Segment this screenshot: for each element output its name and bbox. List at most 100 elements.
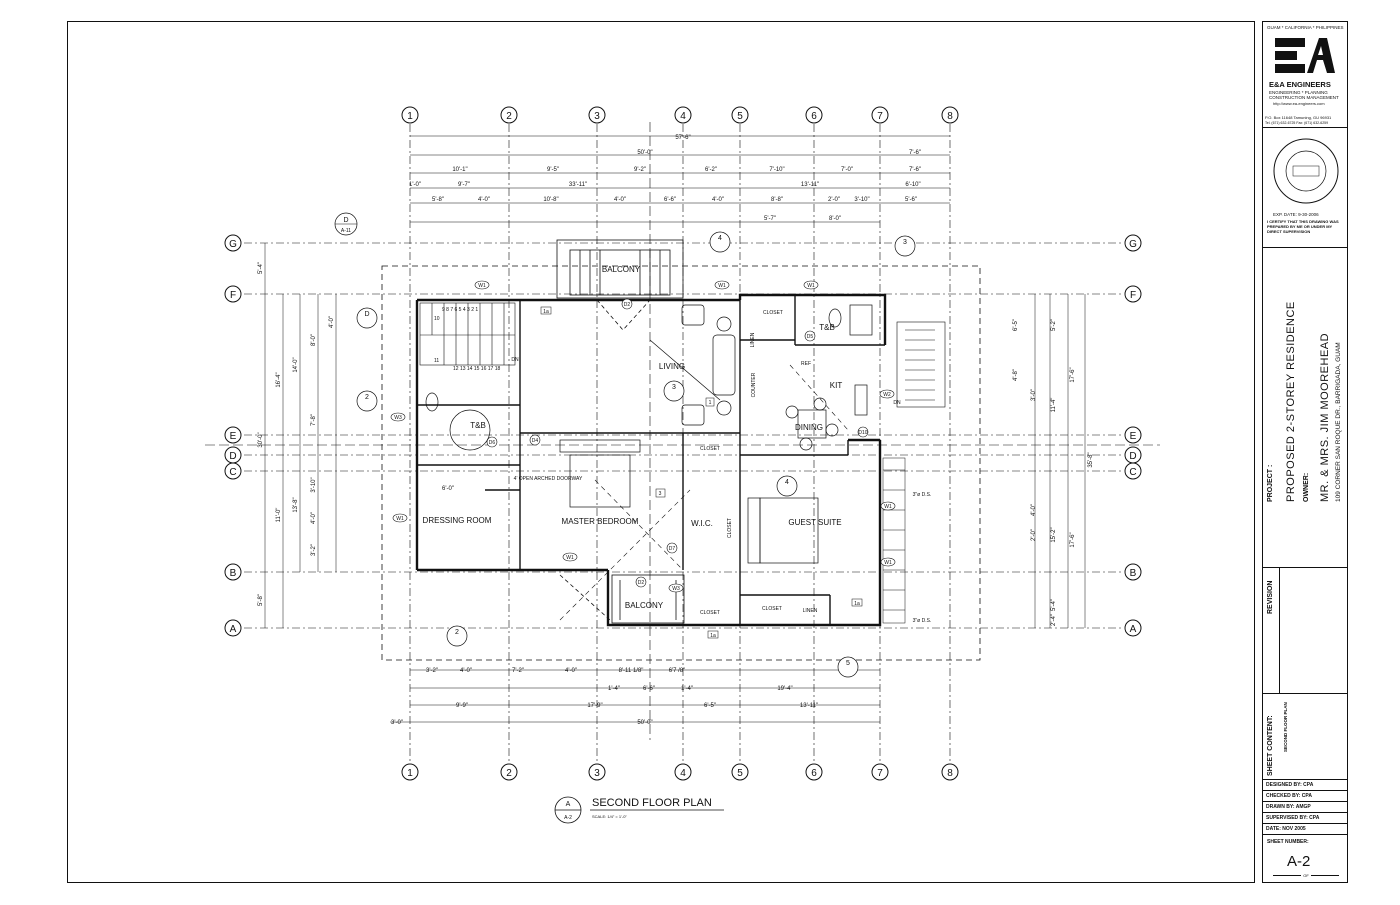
svg-text:3: 3 <box>903 239 907 246</box>
grid-bubble-4-bottom: 4 <box>674 763 692 781</box>
tag-d7: D7 <box>666 542 678 554</box>
grid-bubble-2-bottom: 2 <box>500 763 518 781</box>
linen-label-1: LINEN <box>750 332 756 347</box>
svg-text:1a: 1a <box>710 633 716 639</box>
tag-1a-c: 1a <box>851 598 863 607</box>
room-tb-left: T&B <box>470 421 486 430</box>
tag-1-a: 1 <box>705 397 715 407</box>
section-marker-4-top: 4 <box>709 231 731 253</box>
svg-text:E: E <box>1130 431 1137 442</box>
grid-row-lines <box>244 242 1124 629</box>
svg-text:1'-4": 1'-4" <box>681 686 693 692</box>
master-bed <box>559 439 641 508</box>
revision-block: REVISION <box>1263 568 1347 694</box>
room-labels: BALCONY LIVING T&B KIT DINING T&B DRESSI… <box>423 265 843 610</box>
sheet-number-block: SHEET NUMBER: A-2 OF <box>1263 835 1347 883</box>
room-living: LIVING <box>659 362 685 371</box>
svg-text:2: 2 <box>506 768 512 779</box>
grid-bubble-6-top: 6 <box>805 106 823 124</box>
svg-text:17'-6": 17'-6" <box>1070 532 1076 547</box>
dimension-lines-right <box>1034 294 1086 628</box>
svg-text:1a: 1a <box>854 601 860 607</box>
svg-text:A: A <box>1130 624 1137 635</box>
certification-text: I CERTIFY THAT THIS DRAWING WAS PREPARED… <box>1267 219 1339 234</box>
room-kit: KIT <box>830 381 843 390</box>
dimension-lines-top <box>410 135 950 223</box>
svg-text:9'-2": 9'-2" <box>634 167 646 173</box>
tag-d10: D10 <box>857 426 869 438</box>
section-marker-2-bottom: 2 <box>446 625 468 647</box>
window-door-tags: W1 W1 W3 W1 W1 W2 W1 W1 W3 W1 D2 D2 D4 D… <box>390 280 896 639</box>
room-dressing: DRESSING ROOM <box>423 516 492 525</box>
svg-text:3'-2": 3'-2" <box>426 668 438 674</box>
svg-text:4'-8": 4'-8" <box>1013 369 1019 381</box>
svg-text:3'-0": 3'-0" <box>1031 389 1037 401</box>
drawing-title-callout: A A-2 SECOND FLOOR PLAN SCALE: 1/4" = 1'… <box>554 796 724 824</box>
svg-text:2: 2 <box>455 629 459 636</box>
svg-text:D: D <box>364 311 369 318</box>
grid-bubble-f-left: F <box>224 285 242 303</box>
revision-label: REVISION <box>1267 580 1274 614</box>
svg-text:5'-6": 5'-6" <box>905 197 917 203</box>
svg-text:1: 1 <box>407 111 413 122</box>
exp-date: EXP. DATE: 9-30-2006 <box>1273 212 1319 217</box>
stair-right <box>896 321 946 408</box>
firm-name: E&A ENGINEERS <box>1269 80 1331 89</box>
sheet-number-label: SHEET NUMBER: <box>1267 839 1309 845</box>
svg-text:D: D <box>229 451 236 462</box>
svg-text:D2: D2 <box>624 302 631 308</box>
balcony-bottom <box>559 574 685 624</box>
closet-label-2: CLOSET <box>700 446 720 452</box>
svg-text:C: C <box>1129 467 1136 478</box>
svg-text:1: 1 <box>709 400 712 406</box>
svg-text:D5: D5 <box>807 334 814 340</box>
tag-w1-g: W1 <box>803 280 819 290</box>
grid-bubble-8-top: 8 <box>941 106 959 124</box>
tag-w1-b: W1 <box>714 280 730 290</box>
grid-bubble-8-bottom: 8 <box>941 763 959 781</box>
svg-text:W3: W3 <box>394 415 402 421</box>
svg-text:16'-4": 16'-4" <box>276 372 282 387</box>
svg-text:6: 6 <box>811 768 817 779</box>
grid-bubble-e-right: E <box>1124 426 1142 444</box>
svg-text:3: 3 <box>672 384 676 391</box>
grid-bubble-a-right: A <box>1124 619 1142 637</box>
owner-address: 109 CORNER SAN ROQUE DR., BARRIGADA, GUA… <box>1335 342 1342 502</box>
closet-label-3: CLOSET <box>700 610 720 616</box>
grid-bubbles-right: G F E D C B A <box>1124 234 1142 637</box>
svg-text:13'-11": 13'-11" <box>800 703 818 709</box>
svg-text:1'-0": 1'-0" <box>409 182 421 188</box>
svg-text:11: 11 <box>434 358 439 364</box>
svg-text:50'-0": 50'-0" <box>637 720 652 726</box>
firm-locations: GUAM * CALIFORNIA * PHILIPPINES <box>1267 25 1344 30</box>
svg-text:8'-8": 8'-8" <box>771 197 783 203</box>
room-balcony-top: BALCONY <box>602 265 641 274</box>
sheet-number: A-2 <box>1287 853 1311 870</box>
svg-text:7'-0": 7'-0" <box>841 167 853 173</box>
section-marker-3-top: 3 <box>894 235 916 257</box>
sheet-content-block: SHEET CONTENT: SECOND FLOOR PLAN <box>1263 694 1347 780</box>
grid-bubble-3-bottom: 3 <box>588 763 606 781</box>
room-dining: DINING <box>795 423 823 432</box>
svg-text:C: C <box>229 467 236 478</box>
svg-text:6'-6": 6'-6" <box>664 197 676 203</box>
section-marker-2-left: 2 <box>356 390 378 412</box>
grid-bubbles-bottom: 1 2 3 4 5 6 7 8 <box>401 763 959 781</box>
dining-table <box>785 397 839 451</box>
tag-d4: D4 <box>529 434 541 446</box>
designed-by: DESIGNED BY: CPA <box>1263 780 1347 791</box>
svg-text:G: G <box>1129 239 1137 250</box>
svg-text:8: 8 <box>947 768 953 779</box>
svg-text:57'-6": 57'-6" <box>675 135 690 141</box>
svg-text:3'-2": 3'-2" <box>311 544 317 556</box>
room-balcony-bottom: BALCONY <box>625 601 664 610</box>
svg-text:10'-8": 10'-8" <box>543 197 558 203</box>
tag-w2: W2 <box>879 389 895 399</box>
tag-w1-f: W1 <box>880 557 896 567</box>
exterior-walls <box>415 293 887 627</box>
svg-text:8'-0": 8'-0" <box>829 216 841 222</box>
svg-text:13'-11": 13'-11" <box>801 182 819 188</box>
svg-text:W2: W2 <box>883 392 891 398</box>
svg-text:5: 5 <box>846 660 850 667</box>
guest-bed <box>747 497 819 564</box>
